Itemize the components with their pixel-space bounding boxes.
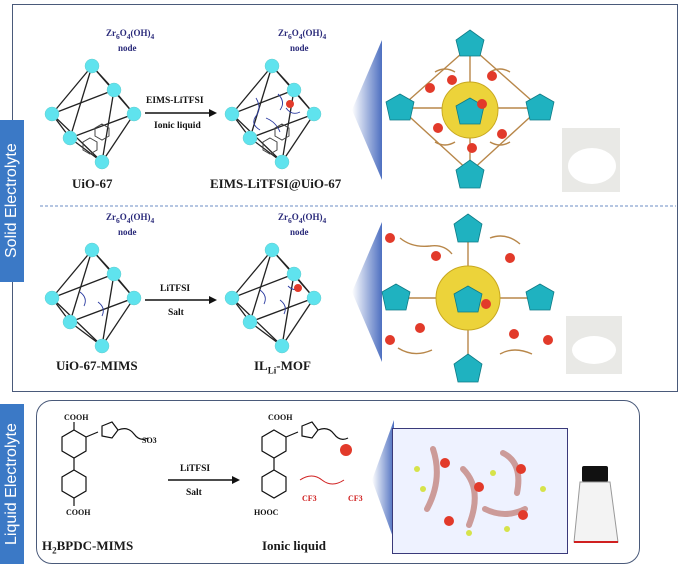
liquid-electrolyte-tab: Liquid Electrolyte xyxy=(0,404,24,564)
node-word-1a: node xyxy=(118,43,137,53)
mol-il-cooh-top: COOH xyxy=(268,413,293,422)
mol-il-cooh-bottom: HOOC xyxy=(254,508,279,517)
row-divider xyxy=(40,205,676,207)
zoom-wedge-2 xyxy=(352,222,382,362)
reaction-arrow-3 xyxy=(168,476,240,484)
reaction-arrow-2 xyxy=(145,296,217,304)
eims-octahedron xyxy=(224,58,322,170)
node-label-2a: Zr6O4(OH)4 xyxy=(106,212,155,225)
powder-photo-2 xyxy=(566,316,622,374)
caption-ionic-liquid: Ionic liquid xyxy=(262,538,326,553)
arrow-label-top-3: LiTFSI xyxy=(180,464,211,474)
arrow-label-bottom-2: Salt xyxy=(168,308,184,318)
caption-uio67-mims: UiO-67-MIMS xyxy=(56,358,138,373)
node-word-2b: node xyxy=(290,227,309,237)
mol-cooh-top: COOH xyxy=(64,413,89,422)
zoom-wedge-3 xyxy=(372,420,394,540)
uio67-mims-octahedron xyxy=(44,242,142,354)
ionic-liquid-molecule xyxy=(261,421,352,499)
il-li-mof-octahedron xyxy=(224,242,322,354)
mol-cf3-a: CF3 xyxy=(302,494,317,503)
node-label-2b: Zr6O4(OH)4 xyxy=(278,212,327,225)
ionic-liquid-inset xyxy=(392,428,568,554)
node-label-1b: Zr6O4(OH)4 xyxy=(278,28,327,41)
uio67-octahedron xyxy=(44,58,142,170)
mof-structure-1 xyxy=(385,29,555,189)
arrow-label-top-1: EIMS-LiTFSI xyxy=(146,96,204,106)
h2bpdc-mims-molecule xyxy=(61,421,149,506)
mol-so3: SO3 xyxy=(142,436,157,445)
caption-eims-uio67: EIMS-LiTFSI@UiO-67 xyxy=(210,176,342,191)
mol-cooh-bottom: COOH xyxy=(66,508,91,517)
arrow-label-bottom-3: Salt xyxy=(186,488,202,498)
caption-uio67: UiO-67 xyxy=(72,176,113,191)
arrow-label-bottom-1: Ionic liquid xyxy=(154,121,201,131)
mof-structure-2 xyxy=(381,213,555,383)
zoom-wedge-1 xyxy=(352,40,382,180)
node-label-1a: Zr6O4(OH)4 xyxy=(106,28,155,41)
node-word-2a: node xyxy=(118,227,137,237)
node-word-1b: node xyxy=(290,43,309,53)
li-ion xyxy=(286,100,294,108)
vial-photo xyxy=(573,466,619,543)
mol-cf3-b: CF3 xyxy=(348,494,363,503)
solid-electrolyte-tab: Solid Electrolyte xyxy=(0,120,24,282)
caption-h2bpdc-mims: H2BPDC-MIMS xyxy=(42,538,134,556)
caption-il-li-mof: ILLi-MOF xyxy=(254,358,311,376)
powder-photo-1 xyxy=(562,128,620,192)
reaction-arrow-1 xyxy=(145,109,217,117)
arrow-label-top-2: LiTFSI xyxy=(160,284,191,294)
